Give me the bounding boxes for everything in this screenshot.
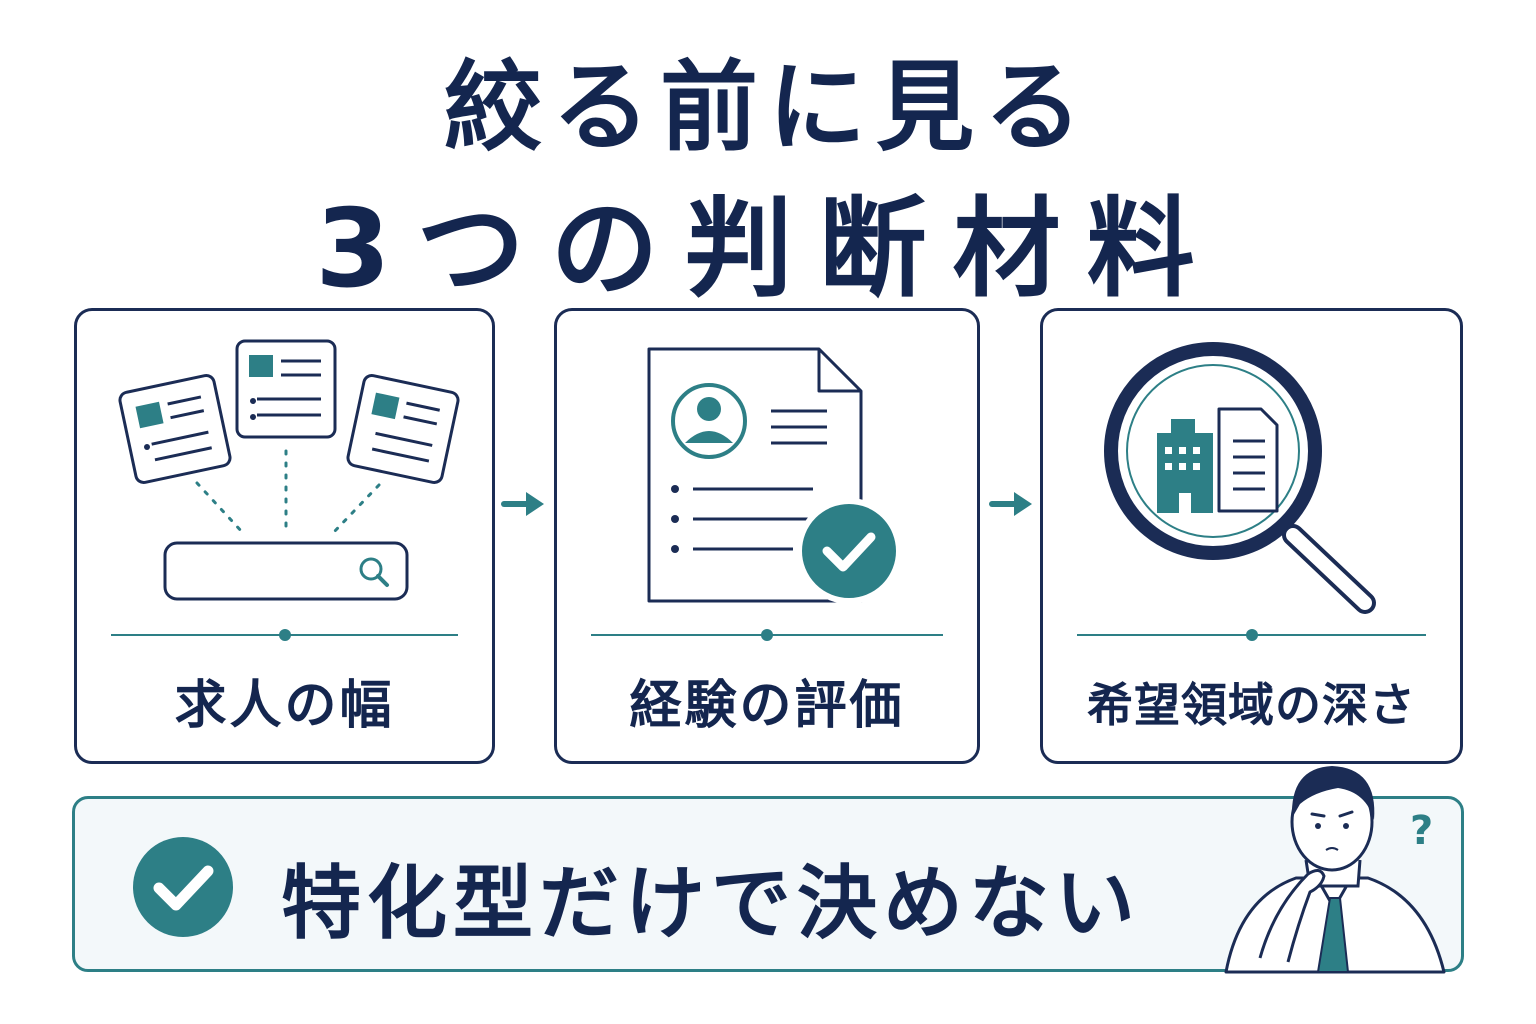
resume-check-icon <box>647 347 902 604</box>
card-experience-evaluation: 経験の評価 <box>554 308 980 764</box>
arrow-right-icon <box>501 492 544 516</box>
card-job-breadth: 求人の幅 <box>74 308 495 764</box>
magnifier-building-icon <box>1104 342 1376 614</box>
card-divider <box>1077 629 1426 641</box>
title-line-1: 絞る前に見る <box>443 51 1092 165</box>
job-listings-search-icon <box>118 339 460 601</box>
card-divider <box>111 629 458 641</box>
question-mark: ? <box>1410 808 1433 854</box>
banner-text: 特化型だけで決めない <box>281 857 1141 950</box>
arrow-right-icon <box>989 492 1032 516</box>
card-label: 経験の評価 <box>629 676 905 736</box>
thinking-businessman-illustration: ? <box>1224 766 1446 974</box>
card-desired-field-depth: 希望領域の深さ <box>1040 308 1463 764</box>
card-label: 求人の幅 <box>174 676 395 736</box>
conclusion-banner: 特化型だけで決めない <box>72 796 1464 972</box>
card-divider <box>591 629 943 641</box>
card-label: 希望領域の深さ <box>1087 678 1416 732</box>
title-line-2: 3つの判断材料 <box>315 187 1221 312</box>
check-circle-icon <box>133 837 233 937</box>
